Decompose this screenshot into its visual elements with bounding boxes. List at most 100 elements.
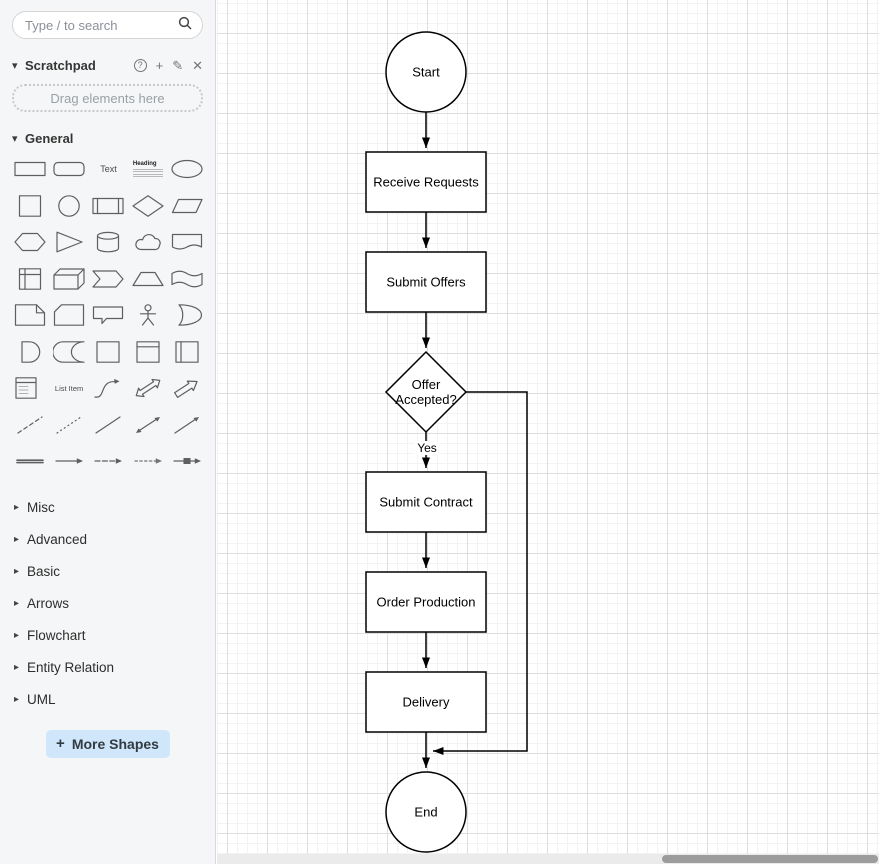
section-basic[interactable]: ▸ Basic — [0, 556, 215, 588]
plus-icon: + — [56, 735, 65, 752]
hexagon-shape[interactable] — [10, 224, 49, 261]
directional-connector-shape[interactable] — [168, 407, 207, 444]
canvas[interactable] — [217, 0, 879, 864]
list-item-label: List Item — [54, 383, 84, 393]
node-submit-offers[interactable]: Submit Offers — [365, 251, 487, 313]
general-section-title: General — [25, 130, 74, 146]
section-arrows[interactable]: ▸Arrows — [0, 588, 215, 620]
or-shape[interactable] — [168, 297, 207, 334]
card-shape[interactable] — [49, 297, 88, 334]
titled-container-shape[interactable] — [128, 334, 167, 371]
dotted-connector-shape[interactable] — [128, 443, 167, 480]
node-submit-contract[interactable]: Submit Contract — [365, 471, 487, 533]
cylinder-icon — [97, 232, 120, 253]
section-misc[interactable]: ▸Misc — [0, 492, 215, 524]
search-icon — [178, 16, 192, 35]
triangle-shape[interactable] — [49, 224, 88, 261]
text-shape[interactable]: Text — [89, 151, 128, 188]
chevron-right-icon: ▸ — [14, 566, 20, 577]
node-start[interactable]: Start — [385, 31, 467, 113]
add-icon[interactable]: + — [155, 57, 164, 73]
arrow-shape[interactable] — [168, 370, 207, 407]
dotted-line-icon — [56, 416, 82, 434]
general-section-header[interactable]: ▾ General — [0, 128, 215, 148]
cube-shape[interactable] — [49, 261, 88, 298]
note-shape[interactable] — [10, 297, 49, 334]
dotted-line-shape[interactable] — [49, 407, 88, 444]
help-icon[interactable]: ? — [133, 58, 147, 72]
process-shape[interactable] — [89, 188, 128, 225]
dashed-line-shape[interactable] — [10, 407, 49, 444]
rectangle-shape[interactable] — [10, 151, 49, 188]
close-icon[interactable]: ✕ — [192, 57, 203, 73]
scratchpad-title: Scratchpad — [25, 57, 96, 73]
dashed-connector-shape[interactable] — [89, 443, 128, 480]
diamond-shape[interactable] — [128, 188, 167, 225]
node-receive-requests[interactable]: Receive Requests — [365, 151, 487, 213]
actor-shape[interactable] — [128, 297, 167, 334]
square-shape[interactable] — [10, 188, 49, 225]
node-label: Submit Offers — [386, 275, 466, 290]
section-entity-relation[interactable]: ▸Entity Relation — [0, 652, 215, 684]
dashed-line-icon — [17, 416, 43, 434]
cloud-shape[interactable] — [128, 224, 167, 261]
vertical-container-shape[interactable] — [168, 334, 207, 371]
chevron-right-icon: ▸ — [14, 662, 20, 673]
more-shapes-button[interactable]: + More Shapes — [45, 729, 170, 758]
callout-icon — [93, 306, 124, 325]
section-label: Basic — [27, 564, 61, 579]
chevron-right-icon: ▸ — [14, 694, 20, 705]
node-end[interactable]: End — [385, 771, 467, 853]
node-label: End — [414, 805, 437, 820]
arrow-connector-shape[interactable] — [49, 443, 88, 480]
edge-decision-contract[interactable]: Yes — [414, 432, 440, 468]
node-label: Order Production — [377, 595, 476, 610]
rounded-rectangle-shape[interactable] — [49, 151, 88, 188]
node-order-production[interactable]: Order Production — [365, 571, 487, 633]
data-storage-shape[interactable] — [49, 334, 88, 371]
rounded-rectangle-icon — [53, 162, 85, 177]
line-shape[interactable] — [89, 407, 128, 444]
node-delivery[interactable]: Delivery — [365, 671, 487, 733]
cylinder-shape[interactable] — [89, 224, 128, 261]
node-label: Start — [412, 65, 440, 80]
chevron-right-icon: ▸ — [14, 502, 20, 513]
bidirectional-connector-shape[interactable] — [128, 407, 167, 444]
ellipse-shape[interactable] — [168, 151, 207, 188]
search-input[interactable] — [23, 16, 172, 34]
edit-icon[interactable]: ✎ — [172, 57, 184, 73]
container-shape[interactable] — [89, 334, 128, 371]
process-icon — [92, 197, 125, 214]
tape-shape[interactable] — [168, 261, 207, 298]
callout-shape[interactable] — [89, 297, 128, 334]
document-shape[interactable] — [168, 224, 207, 261]
and-shape[interactable] — [10, 334, 49, 371]
section-advanced[interactable]: ▸Advanced — [0, 524, 215, 556]
parallelogram-shape[interactable] — [168, 188, 207, 225]
horizontal-scrollbar-thumb[interactable] — [662, 855, 878, 863]
curve-shape[interactable] — [89, 370, 128, 407]
ellipse-icon — [171, 160, 203, 179]
circle-shape[interactable] — [49, 188, 88, 225]
list-item-shape[interactable]: List Item — [49, 370, 88, 407]
cube-icon — [53, 268, 85, 290]
section-uml[interactable]: ▸UML — [0, 684, 215, 716]
internal-storage-shape[interactable] — [10, 261, 49, 298]
chevron-right-icon: ▸ — [14, 534, 20, 545]
tape-icon — [171, 270, 203, 288]
edge-decision-end[interactable] — [433, 391, 528, 755]
section-flowchart[interactable]: ▸Flowchart — [0, 620, 215, 652]
step-shape[interactable] — [89, 261, 128, 298]
link-shape[interactable] — [10, 443, 49, 480]
textbox-shape[interactable]: Heading — [128, 151, 167, 188]
section-label: Arrows — [27, 596, 70, 611]
scratchpad-header[interactable]: ▾ Scratchpad ? + ✎ ✕ — [0, 55, 215, 75]
trapezoid-shape[interactable] — [128, 261, 167, 298]
labeled-connector-shape[interactable] — [168, 443, 207, 480]
horizontal-scrollbar[interactable] — [217, 854, 879, 864]
list-shape[interactable] — [10, 370, 49, 407]
scratchpad-drop-zone[interactable]: Drag elements here — [12, 84, 203, 112]
dashed-connector-icon — [94, 458, 123, 464]
bidirectional-arrow-shape[interactable] — [128, 370, 167, 407]
